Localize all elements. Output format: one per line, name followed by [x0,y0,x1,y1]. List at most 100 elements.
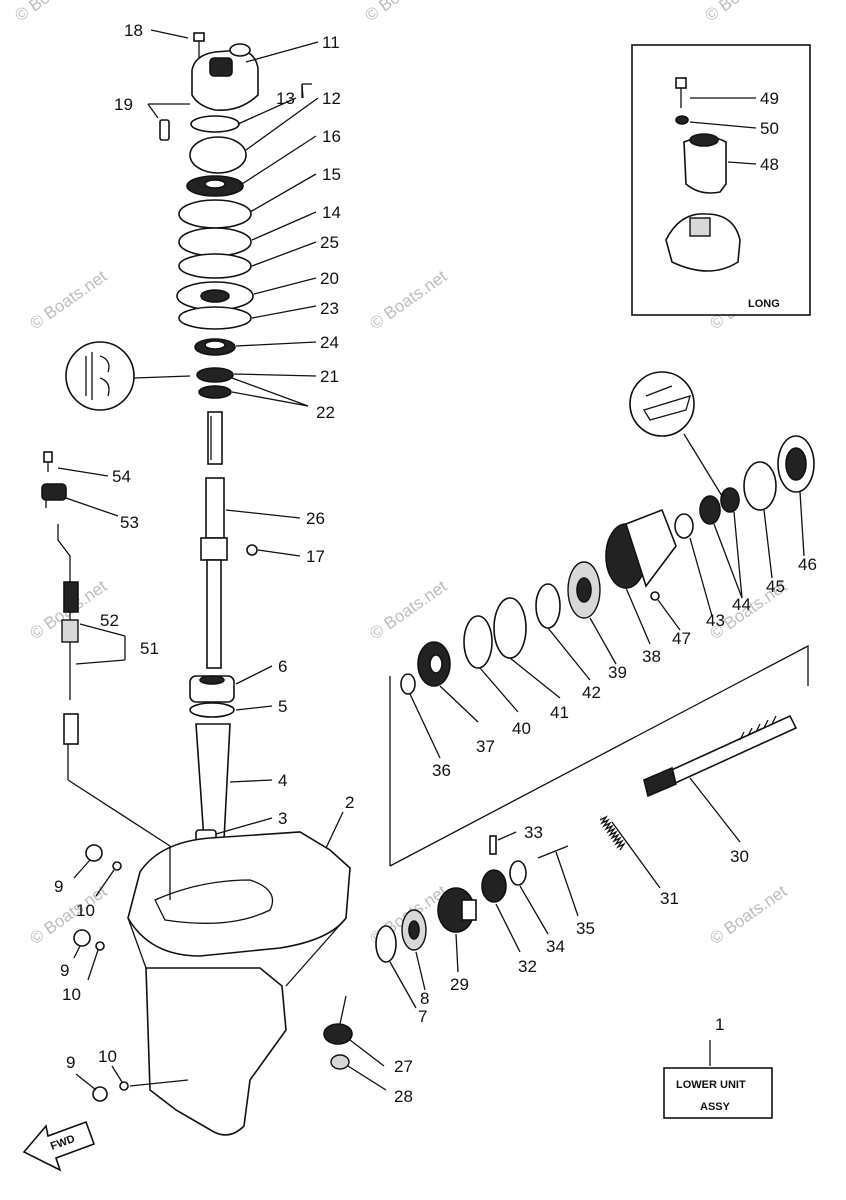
dowel-pin-19[interactable] [159,119,170,141]
callout-13[interactable]: 13 [276,89,295,108]
callout-42[interactable]: 42 [582,683,601,702]
bolt-49[interactable] [675,77,687,108]
insert-cartridge-13[interactable] [190,115,240,133]
thrust-washer-41[interactable] [493,597,527,659]
callout-49[interactable]: 49 [760,89,779,108]
callout-50[interactable]: 50 [760,119,779,138]
gasket-25[interactable] [178,253,252,279]
callout-33[interactable]: 33 [524,823,543,842]
callout-39[interactable]: 39 [608,663,627,682]
callout-44[interactable]: 44 [732,595,751,614]
callout-18[interactable]: 18 [124,21,143,40]
callout-16[interactable]: 16 [322,127,341,146]
callout-23[interactable]: 23 [320,299,339,318]
callout-38[interactable]: 38 [642,647,661,666]
callout-25[interactable]: 25 [320,233,339,252]
callout-10a[interactable]: 10 [76,901,95,920]
pump-housing-48[interactable] [683,133,727,194]
bearing-8[interactable] [401,909,427,951]
callout-36[interactable]: 36 [432,761,451,780]
shim-5[interactable] [189,702,235,718]
callout-19[interactable]: 19 [114,95,133,114]
callout-20[interactable]: 20 [320,269,339,288]
forward-gear-29[interactable] [437,887,477,933]
bolt-18[interactable] [193,32,205,60]
nut-28[interactable] [330,1054,350,1070]
callout-35[interactable]: 35 [576,919,595,938]
callout-43[interactable]: 43 [706,611,725,630]
shift-rod-joint-53[interactable] [41,483,67,508]
callout-24[interactable]: 24 [320,333,339,352]
callout-40[interactable]: 40 [512,719,531,738]
washer-10c[interactable] [119,1081,129,1091]
callout-3[interactable]: 3 [278,809,287,828]
washer-10a[interactable] [112,861,122,871]
callout-52[interactable]: 52 [100,611,119,630]
callout-41[interactable]: 41 [550,703,569,722]
callout-10c[interactable]: 10 [98,1047,117,1066]
callout-37[interactable]: 37 [476,737,495,756]
callout-45[interactable]: 45 [766,577,785,596]
pin-35[interactable] [537,845,569,859]
callout-15[interactable]: 15 [322,165,341,184]
impeller-housing-12[interactable] [189,136,247,174]
lower-case-2[interactable] [127,831,351,1136]
gasket-15[interactable] [178,199,252,229]
reverse-gear-37[interactable] [417,641,451,687]
clutch-32[interactable] [481,869,507,903]
washer-10b[interactable] [95,941,105,951]
callout-5[interactable]: 5 [278,697,287,716]
callout-31[interactable]: 31 [660,889,679,908]
clip-34[interactable] [509,860,527,886]
o-ring-42[interactable] [535,583,561,629]
bearing-39[interactable] [567,561,601,619]
callout-30[interactable]: 30 [730,847,749,866]
callout-32[interactable]: 32 [518,957,537,976]
callout-11[interactable]: 11 [322,33,340,52]
impeller-16[interactable] [186,175,244,197]
callout-9b[interactable]: 9 [60,961,69,980]
screw-9b[interactable] [73,929,91,947]
drive-shaft-26[interactable] [200,477,228,669]
oil-seal-7[interactable] [375,925,397,963]
propeller-shaft-30[interactable] [643,714,798,798]
oil-seal-housing-20[interactable] [176,281,254,311]
oil-seal-24[interactable] [194,338,236,356]
callout-51[interactable]: 51 [140,639,159,658]
oil-seal-44b[interactable] [720,487,740,513]
oil-seal-44a[interactable] [699,495,721,525]
callout-17[interactable]: 17 [306,547,325,566]
callout-9a[interactable]: 9 [54,877,63,896]
callout-1[interactable]: 1 [715,1015,724,1034]
shift-rod-51[interactable] [57,524,79,745]
drive-shaft-upper[interactable] [207,411,223,465]
washer-50[interactable] [675,115,689,125]
bearing-6[interactable] [189,675,235,703]
callout-47[interactable]: 47 [672,629,691,648]
callout-14[interactable]: 14 [322,203,341,222]
bearing-43[interactable] [674,513,694,539]
callout-26[interactable]: 26 [306,509,325,528]
claw-washer-45[interactable] [743,461,777,511]
callout-22[interactable]: 22 [316,403,335,422]
callout-8[interactable]: 8 [420,989,429,1008]
callout-12[interactable]: 12 [322,89,341,108]
spring-31[interactable] [599,815,626,851]
callout-7[interactable]: 7 [418,1007,427,1026]
callout-53[interactable]: 53 [120,513,139,532]
callout-2[interactable]: 2 [345,793,354,812]
oil-seal-21[interactable] [196,367,234,383]
pinion-gear-27[interactable] [323,1023,353,1045]
lower-unit-assy-box[interactable]: LOWER UNIT ASSY [663,1067,773,1119]
callout-34[interactable]: 34 [546,937,565,956]
sleeve-4[interactable] [195,723,231,841]
oil-seal-22[interactable] [198,385,232,399]
screw-54[interactable] [43,451,53,472]
callout-29[interactable]: 29 [450,975,469,994]
callout-46[interactable]: 46 [798,555,817,574]
callout-9c[interactable]: 9 [66,1053,75,1072]
washer-36[interactable] [400,673,416,695]
ball-17[interactable] [246,544,258,556]
water-pump-housing-11[interactable] [191,43,259,112]
screw-9c[interactable] [92,1086,108,1102]
